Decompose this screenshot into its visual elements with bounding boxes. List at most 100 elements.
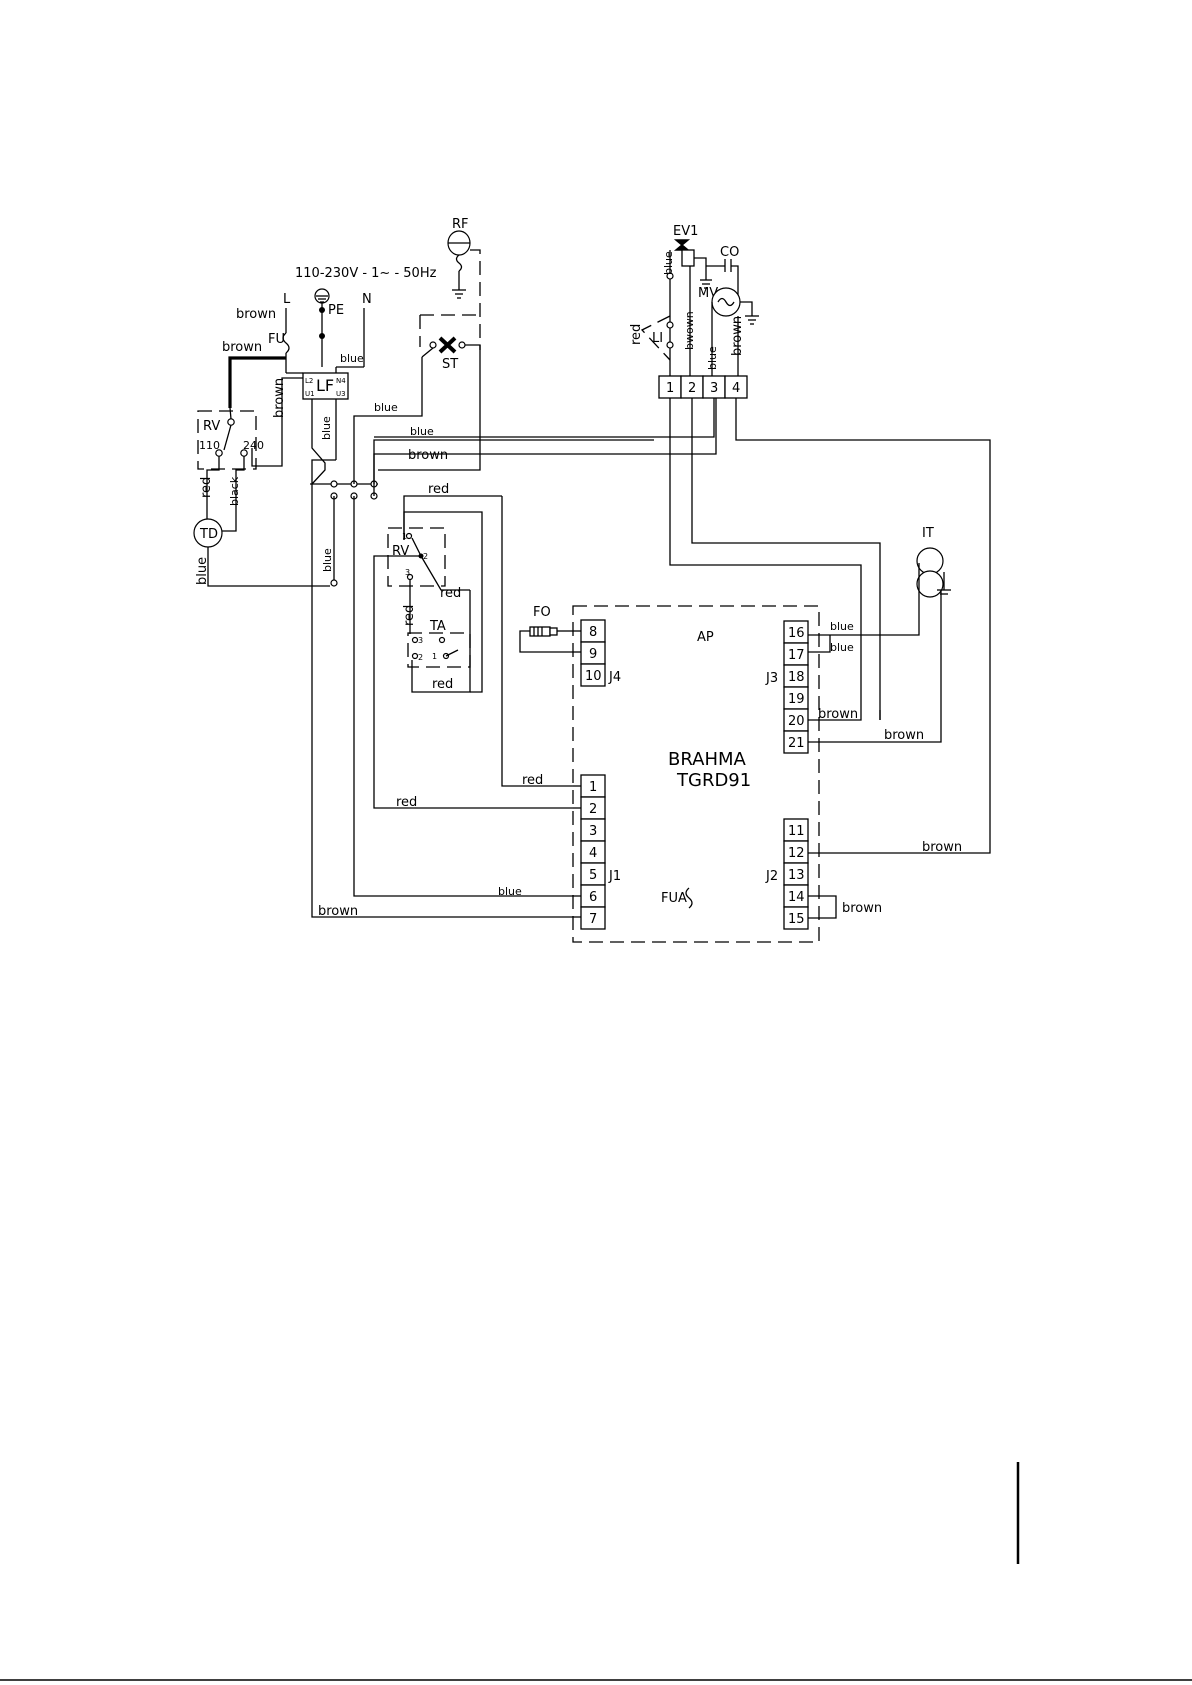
board-brand: BRAHMA <box>668 749 747 770</box>
wire-label-bwown: bwown <box>683 311 696 350</box>
wire-label-brown: brown <box>842 901 882 916</box>
line-label: L <box>283 292 291 307</box>
wire-label-brown: brown <box>730 316 745 356</box>
control-board: AP BRAHMA TGRD91 FUA <box>572 605 820 943</box>
svg-text:3: 3 <box>405 568 410 577</box>
wire-label-brown: brown <box>818 707 858 722</box>
motor: MV <box>698 286 741 317</box>
svg-text:7: 7 <box>589 912 597 927</box>
line-filter-label: LF <box>316 376 334 395</box>
capacitor-label: CO <box>720 245 739 260</box>
svg-text:2: 2 <box>423 552 428 561</box>
svg-text:8: 8 <box>589 625 597 640</box>
svg-text:3: 3 <box>418 636 423 645</box>
svg-text:5: 5 <box>589 868 597 883</box>
wire-label-brown: brown <box>318 904 358 919</box>
svg-text:U1: U1 <box>305 390 315 398</box>
wire-label-brown: brown <box>236 307 276 322</box>
wire-label-blue: blue <box>320 416 333 440</box>
wire-label-red: red <box>199 477 214 498</box>
svg-text:3: 3 <box>710 381 718 396</box>
valve: EV1 <box>673 224 698 267</box>
svg-text:15: 15 <box>788 912 805 927</box>
connector-j2: 11 12 13 14 15 J2 <box>765 818 809 930</box>
reed-filter-label: RF <box>452 217 469 232</box>
valve-label: EV1 <box>673 224 698 239</box>
fuse-icon <box>685 887 693 909</box>
wire-label-blue: blue <box>195 557 210 585</box>
wire-label-blue: blue <box>706 346 719 370</box>
wire-label-blue: blue <box>830 641 854 654</box>
fuse-icon <box>282 332 290 354</box>
svg-text:17: 17 <box>788 648 805 663</box>
motor-icon <box>717 297 735 307</box>
wire-label-blue: blue <box>410 425 434 438</box>
power-supply: 110-230V - 1~ - 50Hz L N PE brown FU blu… <box>236 266 437 368</box>
main-fuse-label: FU <box>268 332 285 347</box>
svg-text:13: 13 <box>788 868 805 883</box>
thermo-disc-label: TD <box>199 527 218 542</box>
svg-text:J2: J2 <box>765 869 778 884</box>
wire-label-brown: brown <box>222 340 262 355</box>
voltage-switch-label: RV <box>203 419 220 434</box>
wire-label-blue: blue <box>374 401 398 414</box>
earth-label: PE <box>328 303 344 318</box>
wire-label-blue: blue <box>830 620 854 633</box>
starter-label: ST <box>442 357 458 372</box>
wire-label-red: red <box>432 677 453 692</box>
line-filter: LF L2 N4 U1 U3 <box>302 372 349 400</box>
svg-text:21: 21 <box>788 736 805 751</box>
wire-label-brown: brown <box>922 840 962 855</box>
svg-text:10: 10 <box>585 669 602 684</box>
svg-text:1: 1 <box>666 381 674 396</box>
connector-j4: 8 9 10 J4 <box>580 619 621 687</box>
supply-voltage-label: 110-230V - 1~ - 50Hz <box>295 266 437 281</box>
wire-label-black: black <box>228 476 241 506</box>
starter: ST <box>420 314 480 372</box>
svg-text:20: 20 <box>788 714 805 729</box>
svg-text:9: 9 <box>589 647 597 662</box>
wire-label-blue: blue <box>340 352 364 365</box>
board-label: AP <box>697 630 714 645</box>
board-fuse-output: FO <box>529 605 558 637</box>
wire-label-blue: blue <box>498 885 522 898</box>
wire-label-red: red <box>396 795 417 810</box>
connector-j3: 16 17 18 19 20 21 J3 <box>765 620 809 754</box>
thermostat-label: TA <box>429 619 446 634</box>
wire-label-red: red <box>428 482 449 497</box>
svg-text:3: 3 <box>589 824 597 839</box>
wire-label-blue: blue <box>662 251 675 275</box>
transformer: IT <box>916 526 951 598</box>
thermostat-relay: RV 1 2 3 <box>387 527 446 587</box>
wire-label-brown: brown <box>272 378 287 418</box>
svg-text:J3: J3 <box>765 671 778 686</box>
thermostat-relay-label: RV <box>392 544 409 559</box>
connector-j1: 1 2 3 4 5 6 7 J1 <box>580 774 621 930</box>
wire-label-brown: brown <box>408 448 448 463</box>
board-fuse-label: FUA <box>661 891 687 906</box>
svg-text:19: 19 <box>788 692 805 707</box>
svg-text:2: 2 <box>418 653 423 662</box>
svg-text:1: 1 <box>432 652 437 661</box>
transformer-label: IT <box>922 526 934 541</box>
svg-text:16: 16 <box>788 626 805 641</box>
wire-label-red: red <box>402 605 417 626</box>
wire-label-red: red <box>522 773 543 788</box>
thermostat: TA 3 2 1 <box>407 619 471 668</box>
svg-text:L2: L2 <box>305 377 313 385</box>
svg-text:14: 14 <box>788 890 805 905</box>
voltage-switch: RV 110 240 <box>197 410 264 470</box>
wire-label-blue: blue <box>321 548 334 572</box>
terminal-block: 1 2 3 4 <box>658 375 748 399</box>
earth-icon <box>314 288 330 304</box>
svg-text:2: 2 <box>688 381 696 396</box>
svg-text:4: 4 <box>732 381 740 396</box>
svg-text:110: 110 <box>199 439 220 452</box>
board-fuse-output-label: FO <box>533 605 551 620</box>
reed-filter: RF <box>419 217 481 350</box>
thermo-disc: TD <box>193 518 223 548</box>
svg-text:J1: J1 <box>608 869 621 884</box>
svg-text:6: 6 <box>589 890 597 905</box>
wire-label-red: red <box>629 324 644 345</box>
svg-text:N4: N4 <box>336 377 346 385</box>
